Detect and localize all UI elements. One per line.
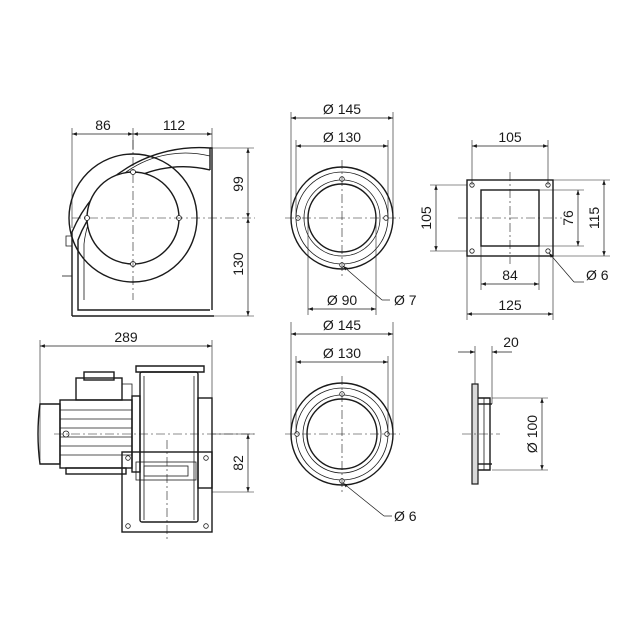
dim-115: 115	[586, 207, 602, 230]
dim-o130-top: Ø 130	[323, 129, 361, 145]
dim-o90: Ø 90	[327, 292, 358, 308]
dim-84: 84	[502, 267, 518, 283]
spigot-side-view: 20 Ø 100	[458, 334, 548, 485]
motor-front-view: 289	[37, 329, 255, 540]
dim-82: 82	[230, 455, 246, 471]
terminal-box	[75, 377, 123, 401]
blower-side-view: 86 112 99 130	[62, 117, 255, 317]
dim-o6-square: Ø 6	[586, 267, 609, 283]
dim-o130-bottom: Ø 130	[323, 345, 361, 361]
dim-20: 20	[503, 334, 519, 350]
dim-o7: Ø 7	[394, 292, 417, 308]
dim-76: 76	[560, 210, 576, 226]
dim-112: 112	[163, 117, 186, 133]
dim-o6-round: Ø 6	[394, 508, 417, 524]
square-flange-view: 105 105 76 115 84 125 Ø 6	[418, 129, 610, 320]
dim-105-left: 105	[418, 206, 434, 230]
dim-o100: Ø 100	[524, 415, 540, 453]
dim-86: 86	[95, 117, 111, 133]
dim-99: 99	[230, 176, 246, 192]
round-flange-top-view: Ø 145 Ø 130 Ø 90 Ø 7	[285, 101, 417, 315]
dim-105-top: 105	[498, 129, 522, 145]
round-flange-bottom-view: Ø 145 Ø 130 Ø 6	[285, 317, 417, 524]
dim-o145-bottom: Ø 145	[323, 317, 361, 333]
dim-130: 130	[230, 252, 246, 276]
dim-o145-top: Ø 145	[323, 101, 361, 117]
dim-125: 125	[498, 297, 522, 313]
dim-289: 289	[114, 329, 138, 345]
